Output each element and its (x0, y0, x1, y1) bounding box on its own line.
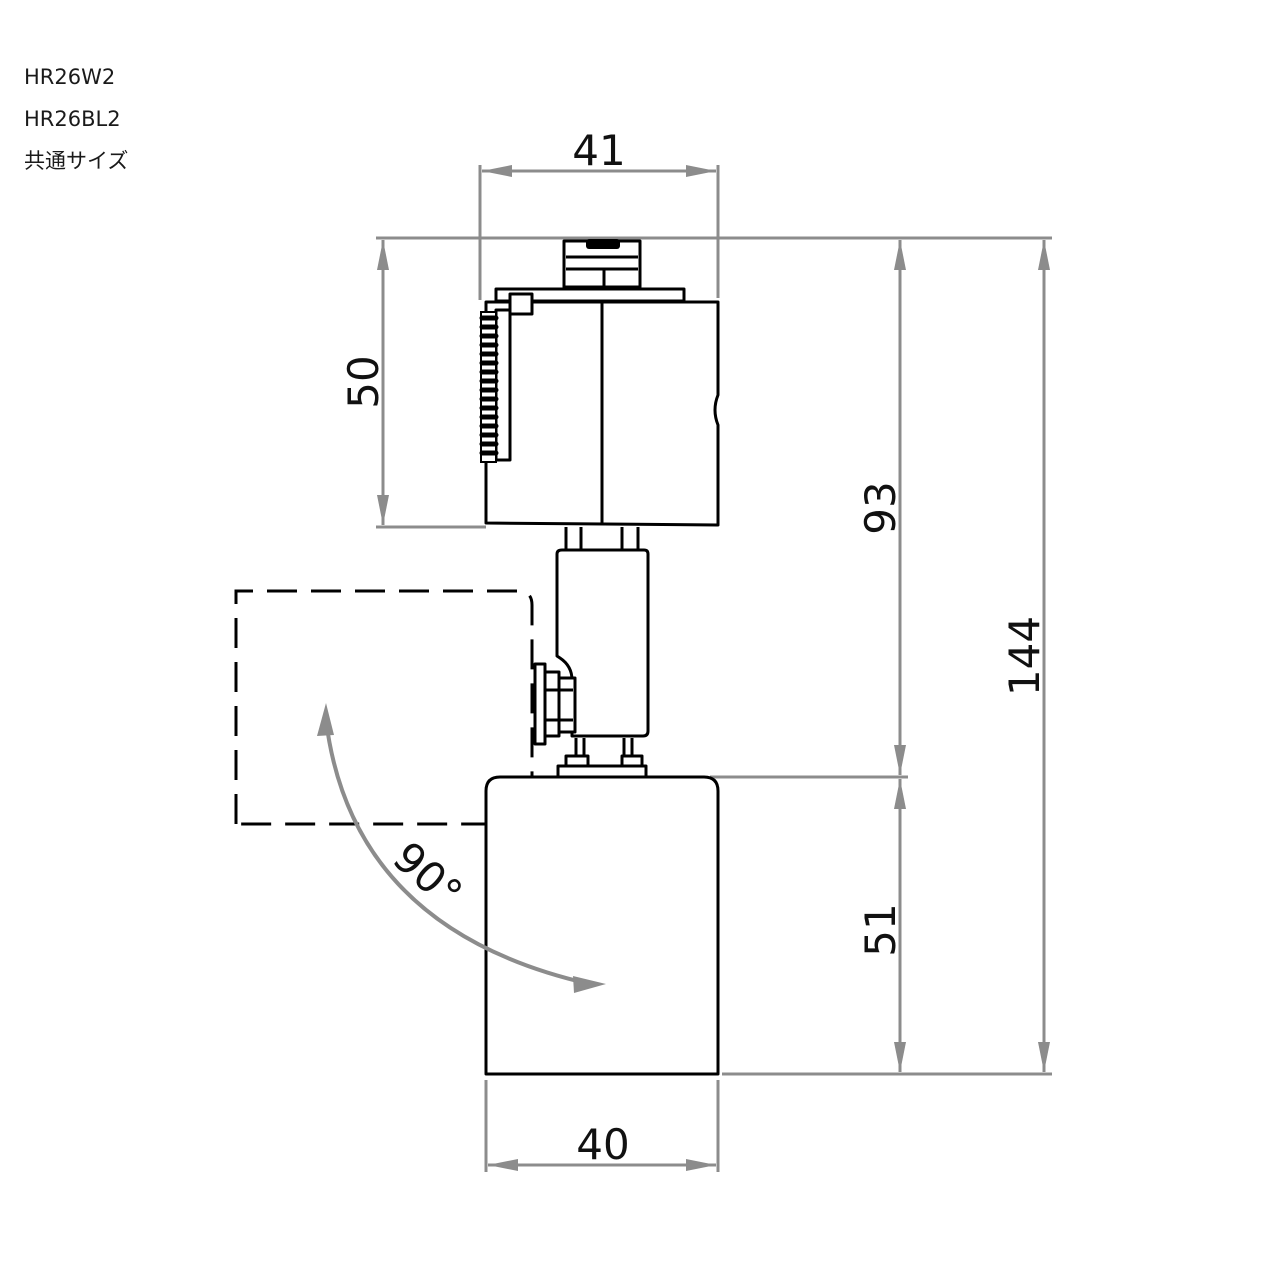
stem (533, 527, 650, 779)
model-labels: HR26W2 HR26BL2 共通サイズ (24, 56, 128, 182)
light-head (484, 775, 720, 1076)
model-code-bl2: HR26BL2 (24, 107, 121, 131)
common-size-note: 共通サイズ (24, 149, 129, 173)
dim-label-144: 144 (1000, 616, 1049, 696)
dimension-50: 50 (339, 240, 389, 525)
dim-label-51: 51 (856, 903, 905, 956)
dim-label-41: 41 (572, 126, 625, 175)
dimension-144: 144 (1000, 240, 1050, 1072)
extension-lines (376, 165, 1052, 1172)
dimension-41: 41 (482, 126, 716, 177)
dim-label-93: 93 (856, 481, 905, 534)
dim-label-40: 40 (576, 1120, 629, 1169)
track-adapter (479, 239, 720, 527)
arc-arrow-right-icon (573, 976, 606, 993)
dimension-40: 40 (488, 1120, 716, 1171)
dimension-93: 93 (856, 240, 906, 775)
model-code-w2: HR26W2 (24, 65, 116, 89)
arc-arrow-up-icon (317, 703, 334, 736)
rotation-angle-label: 90° (384, 832, 472, 918)
spring-coil-icon (479, 311, 499, 463)
dim-label-50: 50 (339, 355, 388, 408)
dimension-51: 51 (856, 779, 906, 1072)
